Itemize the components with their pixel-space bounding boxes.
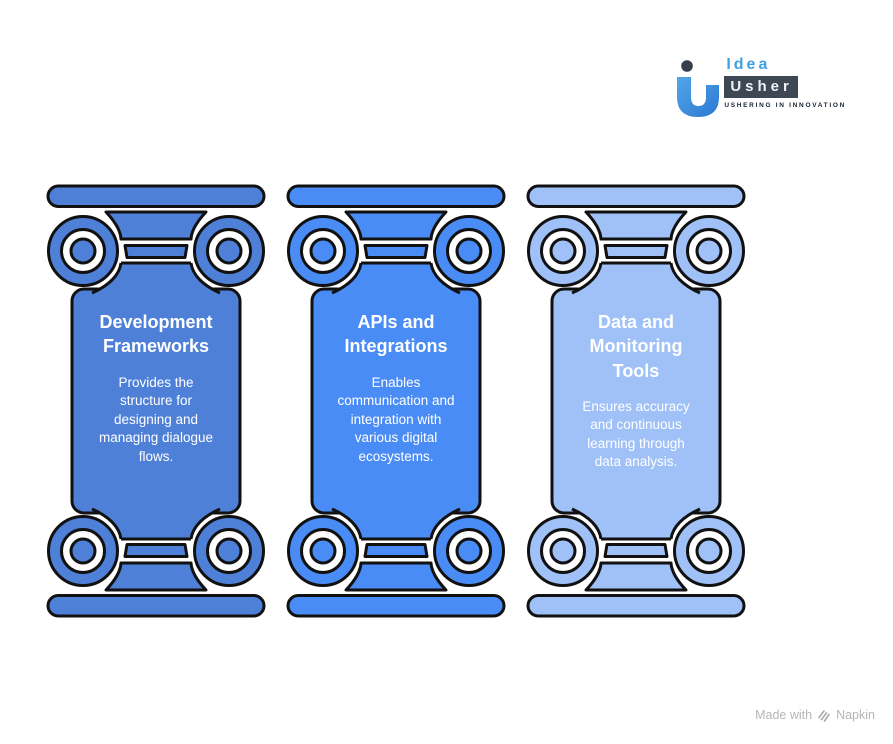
- logo-dot-icon: [681, 60, 694, 72]
- pillar-text-block: Data and Monitoring Tools Ensures accura…: [556, 310, 716, 472]
- napkin-credit: Made with Napkin: [755, 708, 875, 722]
- pillar-data-and-monitoring-tools: Data and Monitoring Tools Ensures accura…: [526, 184, 746, 618]
- pillar-text-block: Development Frameworks Provides the stru…: [76, 310, 236, 466]
- pillar-apis-and-integrations: APIs and Integrations Enables communicat…: [286, 184, 506, 618]
- logo-u-shape-icon: [677, 77, 720, 117]
- logo-wordmark: Idea Usher USHERING IN INNOVATION: [724, 57, 846, 109]
- credit-made-with-text: Made with: [755, 708, 813, 722]
- pillar-description: Provides the structure for designing and…: [98, 374, 214, 464]
- credit-brand-text: Napkin: [836, 708, 875, 722]
- logo-word-usher: Usher: [724, 76, 798, 98]
- logo-tagline: USHERING IN INNOVATION: [724, 102, 846, 109]
- logo-word-idea: Idea: [726, 56, 771, 73]
- pillar-description: Ensures accuracy and continuous learning…: [582, 398, 690, 470]
- pillar-development-frameworks: Development Frameworks Provides the stru…: [46, 184, 266, 618]
- idea-usher-logo-icon: [677, 60, 720, 117]
- pillar-description: Enables communication and integration wi…: [337, 374, 455, 464]
- pillar-title: APIs and Integrations: [344, 312, 448, 357]
- napkin-logo-icon: [818, 710, 830, 722]
- pillars-row: Development Frameworks Provides the stru…: [46, 184, 746, 618]
- pillar-text-block: APIs and Integrations Enables communicat…: [316, 310, 476, 466]
- pillar-title: Data and Monitoring Tools: [589, 312, 683, 381]
- pillar-title: Development Frameworks: [99, 312, 213, 357]
- brand-logo: Idea Usher USHERING IN INNOVATION: [675, 57, 846, 119]
